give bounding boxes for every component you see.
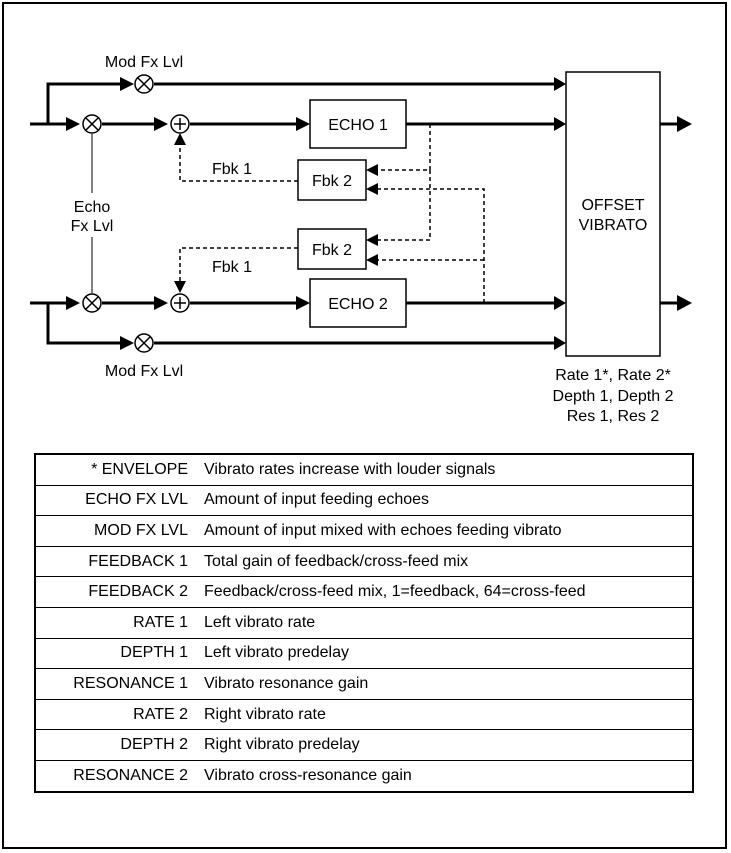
param-name: RATE 2 — [35, 699, 204, 731]
table-row: DEPTH 2 Right vibrato predelay — [35, 729, 693, 761]
table-row: FEEDBACK 1 Total gain of feedback/cross-… — [35, 546, 693, 578]
sum-top-icon — [170, 114, 190, 134]
param-description: Right vibrato rate — [204, 699, 693, 731]
table-row: FEEDBACK 2 Feedback/cross-feed mix, 1=fe… — [35, 576, 693, 608]
param-name: FEEDBACK 2 — [35, 576, 204, 608]
param-name: RATE 1 — [35, 607, 204, 639]
offset-vibrato-label-2: VIBRATO — [579, 217, 648, 234]
offset-vibrato-label-1: OFFSET — [581, 197, 644, 214]
table-row: ECHO FX LVL Amount of input feeding echo… — [35, 485, 693, 517]
param-description: Feedback/cross-feed mix, 1=feedback, 64=… — [204, 576, 693, 608]
table-row: DEPTH 1 Left vibrato predelay — [35, 638, 693, 670]
param-description: Amount of input mixed with echoes feedin… — [204, 515, 693, 547]
param-name: DEPTH 1 — [35, 638, 204, 670]
fbk2-top-label: Fbk 2 — [312, 173, 352, 190]
bottom-input-line — [30, 301, 120, 345]
fbk2-bottom-block — [297, 228, 367, 270]
mod-fx-lvl-top-label: Mod Fx Lvl — [105, 54, 183, 71]
echo-mult-bottom-icon — [82, 293, 102, 313]
param-name: FEEDBACK 1 — [35, 546, 204, 578]
mod-mult-bottom-icon — [134, 333, 154, 353]
param-description: Left vibrato predelay — [204, 638, 693, 670]
param-description: Amount of input feeding echoes — [204, 485, 693, 517]
param-description: Total gain of feedback/cross-feed mix — [204, 546, 693, 578]
mod-mult-top-icon — [134, 74, 154, 94]
param-name: RESONANCE 2 — [73, 766, 188, 784]
fbk1-bottom-path — [179, 247, 298, 281]
res-label: Res 1, Res 2 — [567, 408, 660, 425]
param-description: Right vibrato predelay — [204, 729, 693, 761]
param-name: RESONANCE 1 — [35, 668, 204, 700]
table-row: RATE 1 Left vibrato rate — [35, 607, 693, 639]
mod-fx-lvl-bottom-label: Mod Fx Lvl — [105, 363, 183, 380]
depths-label: Depth 1, Depth 2 — [553, 388, 674, 405]
fbk1-top-label: Fbk 1 — [212, 161, 252, 178]
echo1-block — [309, 99, 407, 149]
param-name: MOD FX LVL — [35, 515, 204, 547]
echo2-block — [309, 278, 407, 328]
sum-bottom-icon — [170, 293, 190, 313]
fbk1-top-path — [179, 142, 298, 182]
table-row: RESONANCE 2 Vibrato cross-resonance gain — [35, 760, 693, 791]
offset-vibrato-block — [565, 71, 661, 357]
param-name: ECHO FX LVL — [35, 485, 204, 517]
table-row: MOD FX LVL Amount of input mixed with ec… — [35, 515, 693, 547]
fbk1-bottom-label: Fbk 1 — [212, 259, 252, 276]
echo2-crossfeed-tap — [378, 188, 485, 303]
param-description: Vibrato cross-resonance gain — [204, 766, 412, 784]
table-row: RATE 2 Right vibrato rate — [35, 699, 693, 731]
echo-mult-top-icon — [82, 114, 102, 134]
echo-fx-lvl-label-1: Echo — [74, 199, 111, 216]
param-name: * ENVELOPE — [35, 454, 204, 486]
param-name: DEPTH 2 — [35, 729, 204, 761]
rates-label: Rate 1*, Rate 2* — [555, 367, 671, 384]
parameter-table: * ENVELOPE Vibrato rates increase with l… — [34, 453, 694, 793]
param-description: Left vibrato rate — [204, 607, 693, 639]
fbk2-bottom-label: Fbk 2 — [312, 242, 352, 259]
top-input-line — [30, 82, 120, 126]
param-description: Vibrato rates increase with louder signa… — [204, 454, 693, 486]
echo1-crossfeed-tap — [378, 170, 431, 241]
param-description: Vibrato resonance gain — [204, 668, 693, 700]
echo2-label: ECHO 2 — [328, 296, 388, 313]
echo-fx-lvl-label-2: Fx Lvl — [71, 218, 114, 235]
table-row: RESONANCE 1 Vibrato resonance gain — [35, 668, 693, 700]
echo1-label: ECHO 1 — [328, 117, 388, 134]
signal-flow-diagram: ECHO 1 ECHO 2 Fbk 2 Fbk 2 OFFSET VIBRATO… — [30, 54, 692, 425]
fbk2-top-block — [297, 159, 367, 201]
table-row: * ENVELOPE Vibrato rates increase with l… — [35, 454, 693, 486]
